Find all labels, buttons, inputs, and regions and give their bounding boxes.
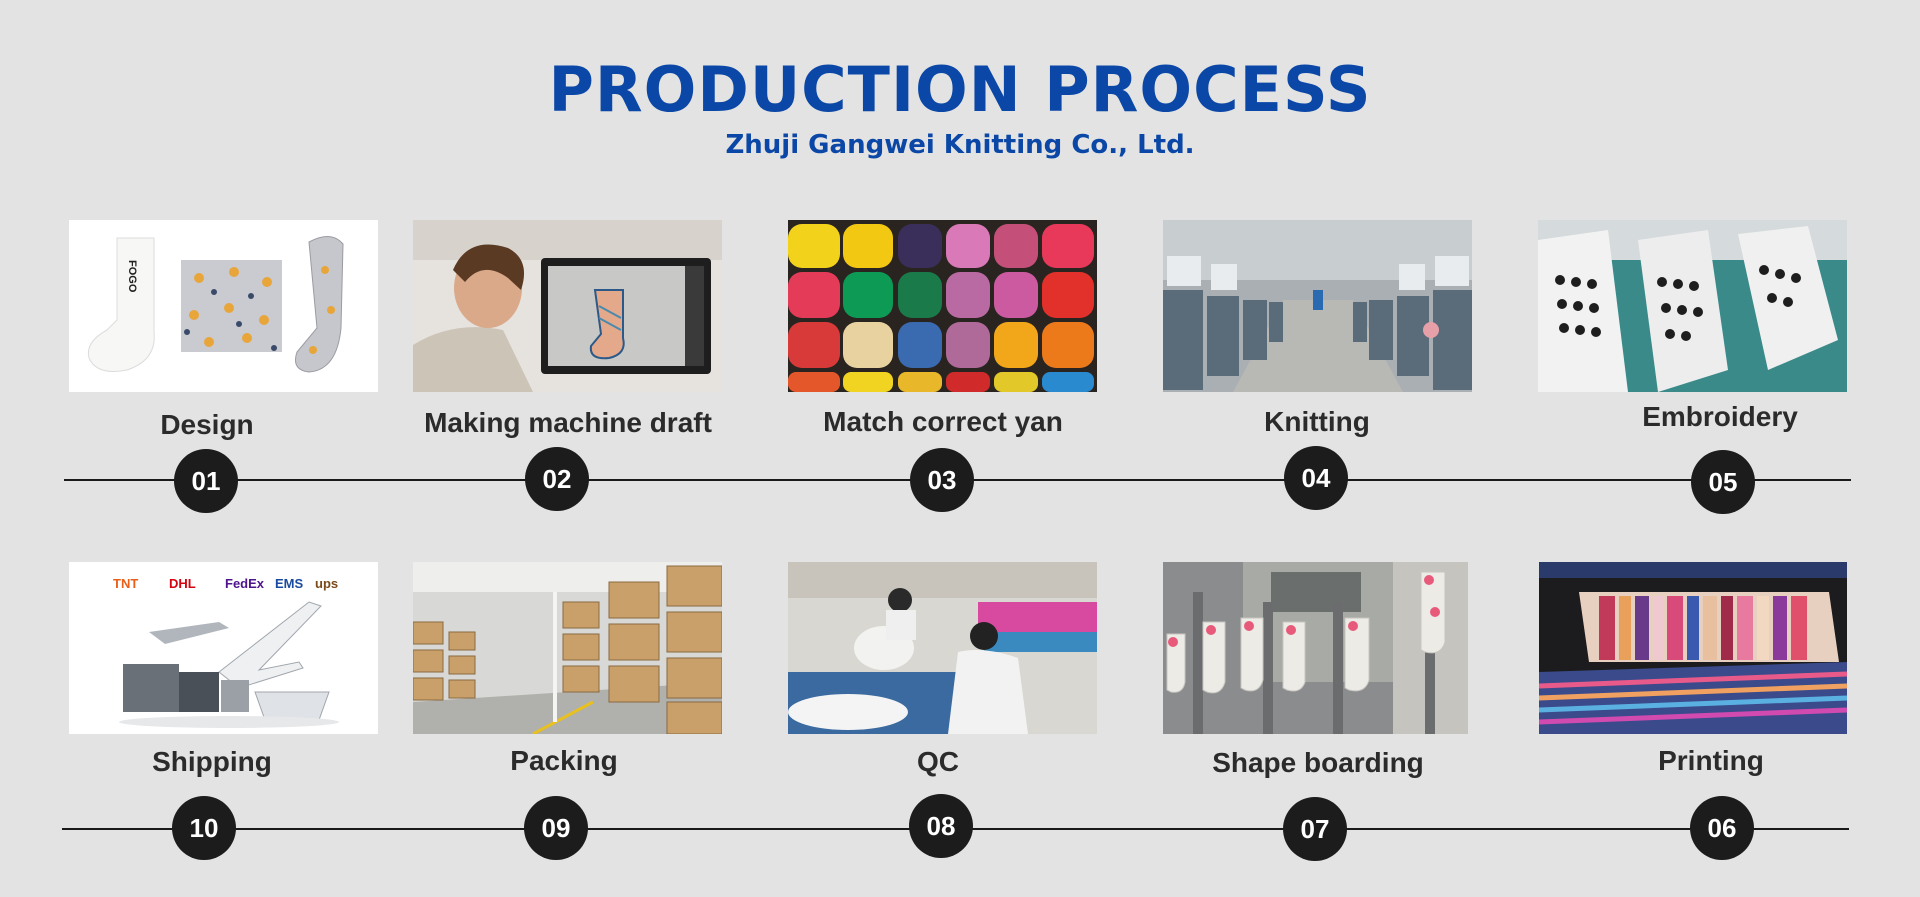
- fedex-logo: FedEx: [225, 576, 265, 591]
- sock-brand-text: FOGO: [126, 260, 138, 293]
- step-number-03: 03: [910, 448, 974, 512]
- dhl-logo: DHL: [169, 576, 196, 591]
- step-label-design: Design: [160, 409, 254, 440]
- step-label-printing: Printing: [1658, 745, 1764, 776]
- step-number-06: 06: [1690, 796, 1754, 860]
- step-label-making-machine-draft: Making machine draft: [424, 407, 712, 438]
- step-number-02: 02: [525, 447, 589, 511]
- step-label-shipping: Shipping: [152, 746, 272, 777]
- quality-control-workers-image: [788, 562, 1097, 734]
- step-label-packing: Packing: [510, 745, 618, 776]
- step-number-04: 04: [1284, 446, 1348, 510]
- sock-design-image: FOGO: [69, 220, 378, 392]
- tnt-logo: TNT: [113, 576, 138, 591]
- shipping-transport-image: TNT DHL FedEx EMS ups: [69, 562, 378, 734]
- page-title: PRODUCTION PROCESS: [548, 53, 1372, 126]
- step-label-embroidery: Embroidery: [1642, 401, 1798, 432]
- sock-boarding-image: [1163, 562, 1468, 734]
- designer-at-monitor-image: [413, 220, 722, 392]
- step-number-07: 07: [1283, 797, 1347, 861]
- embroidery-machine-image: [1538, 220, 1847, 392]
- ups-logo: ups: [315, 576, 338, 591]
- step-number-05: 05: [1691, 450, 1755, 514]
- company-subtitle: Zhuji Gangwei Knitting Co., Ltd.: [725, 130, 1195, 160]
- step-label-match-correct-yan: Match correct yan: [823, 406, 1063, 437]
- step-number-09: 09: [524, 796, 588, 860]
- step-number-08: 08: [909, 794, 973, 858]
- step-label-shape-boarding: Shape boarding: [1212, 747, 1424, 778]
- step-number-01: 01: [174, 449, 238, 513]
- ems-logo: EMS: [275, 576, 304, 591]
- step-label-knitting: Knitting: [1264, 406, 1370, 437]
- step-label-qc: QC: [917, 746, 959, 777]
- step-number-10: 10: [172, 796, 236, 860]
- printing-roller-image: [1539, 562, 1847, 734]
- yarn-spools-image: [788, 220, 1097, 392]
- warehouse-boxes-image: [413, 562, 722, 734]
- knitting-machines-image: [1163, 220, 1472, 392]
